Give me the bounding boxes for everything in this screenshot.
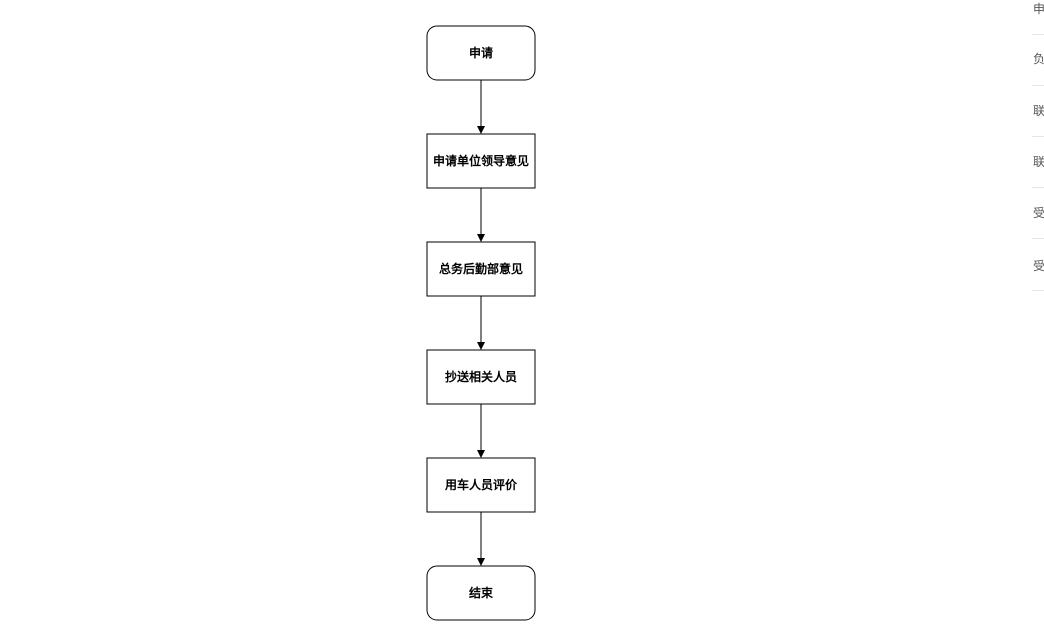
flow-node-cc[interactable]: 抄送相关人员 (426, 349, 536, 405)
right-side-panel: 申 负 联 联 受 受 (1032, 0, 1044, 300)
side-item-5[interactable]: 受 (1032, 188, 1044, 240)
node-label: 总务后勤部意见 (439, 261, 523, 276)
terminal-box (426, 25, 536, 81)
side-item-1[interactable]: 申 (1032, 0, 1044, 48)
flow-node-evaluate[interactable]: 用车人员评价 (426, 457, 536, 513)
flow-node-logistics[interactable]: 总务后勤部意见 (426, 241, 536, 297)
side-item-4[interactable]: 联 (1032, 137, 1044, 189)
side-item-label: 申 (1033, 2, 1044, 16)
node-label: 结束 (469, 585, 494, 600)
side-item-2[interactable]: 负 (1032, 35, 1044, 87)
process-box (426, 241, 536, 297)
node-label: 申请单位领导意见 (433, 153, 529, 168)
divider (1032, 136, 1044, 137)
flow-node-dept_leader[interactable]: 申请单位领导意见 (426, 133, 536, 189)
process-box (426, 457, 536, 513)
side-item-3[interactable]: 联 (1032, 86, 1044, 138)
side-item-6[interactable]: 受 (1032, 239, 1044, 291)
side-item-label: 联 (1033, 155, 1044, 169)
flow-node-end[interactable]: 结束 (426, 565, 536, 621)
terminal-box (426, 565, 536, 621)
divider (1032, 85, 1044, 86)
node-label: 用车人员评价 (444, 477, 518, 492)
divider (1032, 290, 1044, 291)
divider (1032, 238, 1044, 239)
divider (1032, 34, 1044, 35)
node-label: 申请 (469, 45, 493, 60)
divider (1032, 187, 1044, 188)
side-item-label: 受 (1033, 259, 1044, 273)
process-box (426, 349, 536, 405)
side-item-label: 受 (1033, 206, 1044, 220)
node-label: 抄送相关人员 (445, 369, 517, 384)
flow-node-start[interactable]: 申请 (426, 25, 536, 81)
side-item-label: 联 (1033, 104, 1044, 118)
process-box (426, 133, 536, 189)
side-item-label: 负 (1033, 52, 1044, 66)
